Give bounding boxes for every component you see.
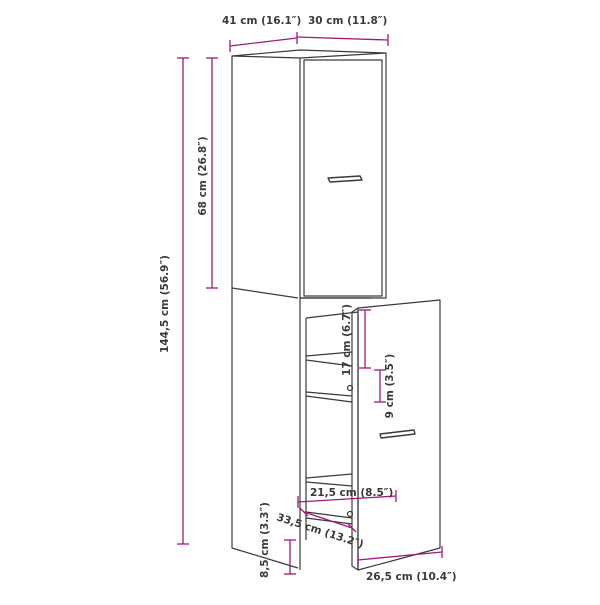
dimension-lines	[177, 32, 443, 575]
door-hinge-bottom	[346, 510, 354, 518]
lower-door	[357, 299, 441, 571]
label-inner-width: 21,5 cm (8.5″)	[310, 487, 393, 499]
upper-side-panel	[231, 56, 299, 299]
dim-inner-width-line	[297, 495, 397, 503]
cabinet-outline	[231, 49, 441, 571]
label-total-height: 144,5 cm (56.9″)	[159, 255, 171, 353]
lower-inner-back	[305, 311, 359, 319]
label-upper-height: 68 cm (26.8″)	[197, 136, 209, 215]
dim-inner-depth-line	[303, 511, 353, 529]
label-door-width: 26,5 cm (10.4″)	[366, 571, 457, 583]
dim-depth-line	[229, 37, 298, 47]
lower-side-panel	[231, 288, 299, 569]
label-width: 30 cm (11.8″)	[308, 15, 387, 27]
cabinet-top	[231, 49, 387, 59]
lower-door-handle	[379, 429, 416, 439]
shelf-1	[305, 351, 353, 367]
shelf-3	[305, 473, 353, 487]
shelf-2	[305, 391, 353, 403]
dimension-labels: 41 cm (16.1″) 30 cm (11.8″) 144,5 cm (56…	[159, 15, 457, 583]
lower-door-edge	[351, 307, 359, 571]
door-hinge-top	[346, 384, 354, 392]
label-rail-spacing: 9 cm (3.5″)	[384, 354, 396, 419]
label-depth: 41 cm (16.1″)	[222, 15, 301, 27]
upper-door	[303, 59, 383, 297]
label-shelf-spacing: 17 cm (6.7″)	[341, 304, 353, 376]
dim-width-line	[296, 36, 389, 41]
upper-front-frame	[299, 53, 387, 299]
label-base-height: 8,5 cm (3.3″)	[259, 502, 271, 578]
dim-door-width-line	[357, 551, 443, 561]
upper-door-handle	[327, 175, 363, 183]
